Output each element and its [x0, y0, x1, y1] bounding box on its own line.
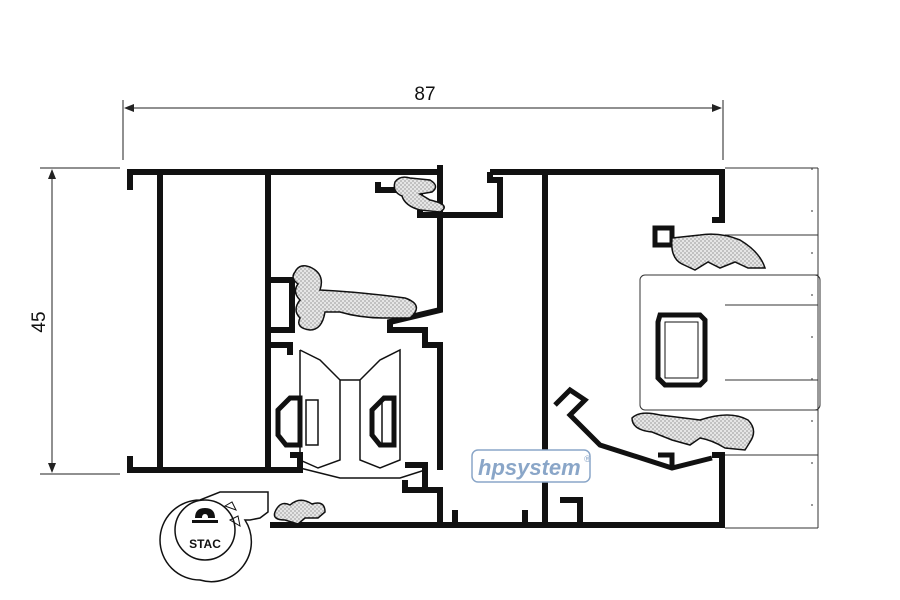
insert-slot-left	[305, 399, 319, 446]
gasket-glazing-top	[670, 233, 767, 271]
frame-right-wall	[387, 172, 443, 470]
logo-text: hpsystem	[478, 455, 581, 480]
stamp-inner-circle	[174, 499, 236, 561]
gaskets	[273, 176, 767, 525]
glass-spacer	[655, 312, 708, 388]
stamp-emblem	[195, 508, 215, 518]
mullion-drain	[452, 510, 528, 525]
stamp-arrow-mark-2	[228, 515, 241, 528]
thermal-bar-right	[359, 348, 401, 469]
mullion-lower-channel	[425, 487, 443, 525]
width-dimension-label: 87	[414, 84, 435, 105]
thermal-break-inserts	[275, 395, 397, 448]
glass-unit-outline	[639, 274, 821, 411]
height-dimension-label: 45	[29, 311, 50, 332]
gasket-top-frame	[393, 176, 445, 213]
frame-top-rail	[130, 165, 443, 175]
mullion-step	[440, 172, 503, 218]
glazing-bead-top-clip	[652, 225, 675, 248]
logo-registered-mark: ®	[584, 454, 591, 464]
frame-lower-rebate	[270, 342, 293, 355]
stamp-text: STAC	[189, 537, 221, 551]
gasket-bottom-frame	[273, 499, 326, 525]
glass-unit	[639, 167, 821, 529]
gasket-glazing-bottom	[631, 412, 755, 451]
frame-left-wall	[127, 169, 163, 473]
frame-rebate	[270, 277, 295, 333]
gasket-central-seal	[292, 265, 418, 331]
insert-slot-right	[381, 399, 395, 446]
insert-right	[369, 395, 397, 448]
insert-slots	[305, 399, 395, 446]
thermal-break-bars	[299, 348, 426, 479]
mullion-bottom-rail	[270, 452, 725, 528]
logo-text-primary: hpsystem	[478, 455, 581, 480]
glazing-bead-clip	[658, 452, 675, 468]
thermal-bar-left	[299, 349, 341, 469]
mullion-sill-hook	[560, 497, 583, 525]
width-dimension: 87	[122, 84, 724, 160]
mullion-top	[490, 169, 725, 223]
height-dimension: 45	[29, 167, 120, 475]
glass-spacer-inner	[664, 321, 699, 379]
stac-stamp: STAC	[159, 491, 269, 583]
insert-left	[275, 395, 303, 448]
logo-frame	[471, 449, 591, 483]
stamp-bar	[192, 520, 218, 523]
stamp-arrow-mark	[223, 501, 238, 511]
thermal-bar-bottom	[299, 467, 426, 479]
frame-foot	[402, 462, 428, 493]
hpsystem-logo: hpsystem ®	[471, 449, 591, 483]
frame-lower-base	[270, 452, 303, 473]
